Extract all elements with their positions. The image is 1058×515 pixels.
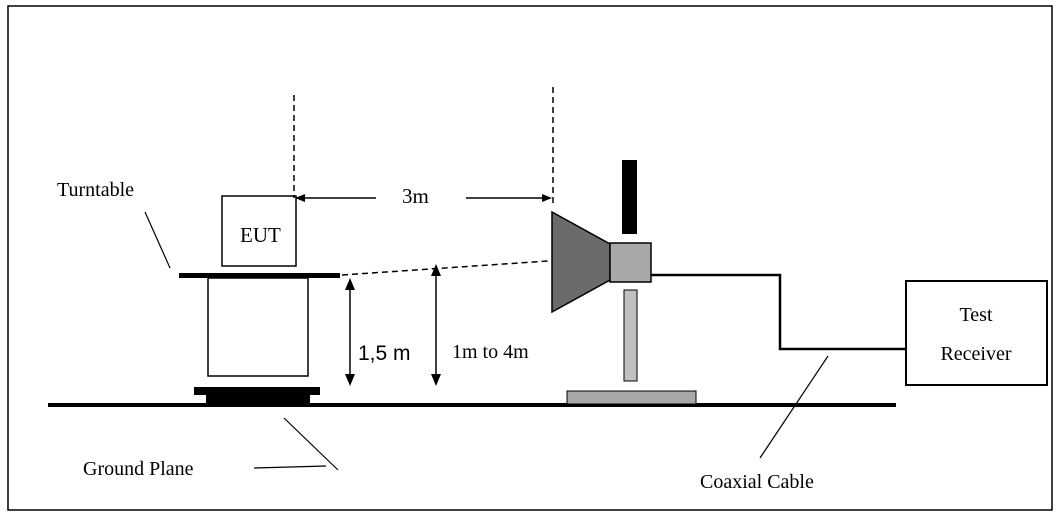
turntable-support <box>207 277 309 377</box>
coaxial-cable-leader-line <box>759 355 829 459</box>
eut-box <box>221 195 297 267</box>
turntable-top <box>179 273 340 278</box>
antenna-height-arrowhead-top <box>431 264 441 276</box>
distance-label: 3m <box>402 184 429 208</box>
turntable-base <box>194 387 320 395</box>
antenna-mast-base <box>566 390 697 405</box>
distance-arrowhead-right <box>542 194 552 202</box>
eut-height-arrowhead-bottom <box>345 374 355 386</box>
turntable-leader-line <box>144 211 171 269</box>
eut-label: EUT <box>240 223 281 247</box>
turntable-label: Turntable <box>57 179 134 201</box>
height-dashed-line <box>341 260 549 276</box>
distance-arrowhead-left <box>295 194 305 202</box>
antenna-height-arrowhead-bottom <box>431 374 441 386</box>
horn-antenna-feed <box>609 242 652 283</box>
eut-height-arrowhead-top <box>345 278 355 290</box>
ground-plane-line <box>48 403 896 407</box>
antenna-height-label: 1m to 4m <box>452 341 529 363</box>
eut-height-label: 1,5 m <box>358 342 411 365</box>
turntable-foot <box>206 394 310 406</box>
diagram-frame <box>7 5 1053 511</box>
ground-plane-leader-line <box>253 465 327 469</box>
coaxial-cable-label: Coaxial Cable <box>700 471 814 493</box>
antenna-mast-pole <box>623 289 638 382</box>
ground-plane-leader-diagonal <box>283 417 339 471</box>
coaxial-cable-line <box>651 273 906 351</box>
test-receiver-box <box>905 280 1048 386</box>
test-receiver-label-line1: Test <box>959 304 992 326</box>
test-receiver-label-line2: Receiver <box>940 343 1011 365</box>
antenna-mast-top <box>622 160 637 234</box>
horn-antenna-icon <box>551 210 611 314</box>
ground-plane-label: Ground Plane <box>83 458 194 480</box>
